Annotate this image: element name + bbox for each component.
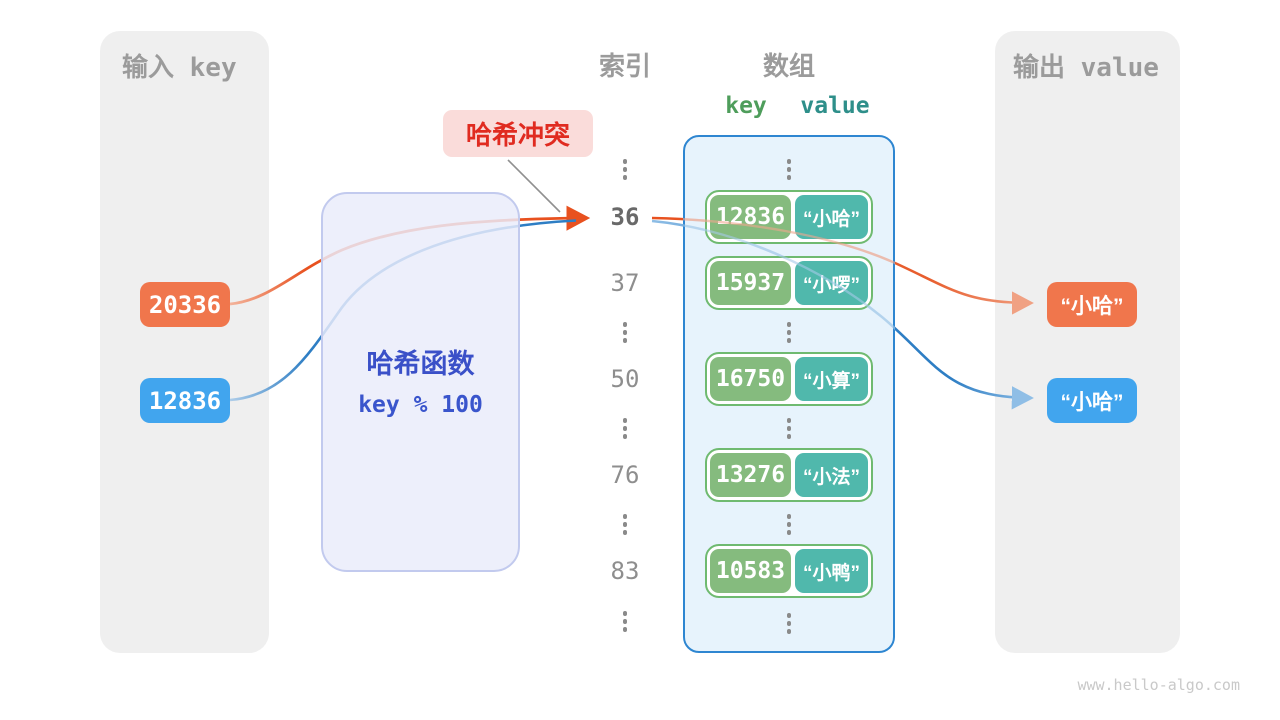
array-ellipsis — [786, 322, 792, 343]
watermark: www.hello-algo.com — [1077, 676, 1240, 694]
index-ellipsis — [622, 611, 628, 632]
array-ellipsis — [786, 159, 792, 180]
index-ellipsis — [622, 418, 628, 439]
pair-value: “小啰” — [794, 261, 868, 305]
array-pair-row: 16750 “小算” — [705, 352, 873, 406]
array-pair-row: 12836 “小哈” — [705, 190, 873, 244]
array-ellipsis — [786, 613, 792, 634]
hash-function-formula: key % 100 — [358, 392, 483, 418]
key-column-header: key — [725, 93, 767, 119]
index-value-83: 83 — [610, 557, 640, 585]
array-pair-row: 13276 “小法” — [705, 448, 873, 502]
value-column-header: value — [800, 93, 870, 119]
array-ellipsis — [786, 514, 792, 535]
hash-function-box — [321, 192, 520, 572]
index-value-36: 36 — [610, 203, 640, 231]
pair-value: “小法” — [794, 453, 868, 497]
input-panel-background — [100, 31, 269, 653]
input-panel-title: 输入 key — [122, 53, 237, 83]
input-key-12836: 12836 — [140, 378, 230, 423]
output-value-2: “小哈” — [1047, 378, 1137, 423]
index-ellipsis — [622, 514, 628, 535]
pair-key: 12836 — [710, 195, 791, 239]
pair-value: “小鸭” — [794, 549, 868, 593]
pair-key: 13276 — [710, 453, 791, 497]
index-ellipsis — [622, 159, 628, 180]
pair-value: “小哈” — [794, 195, 868, 239]
index-column-title: 索引 — [598, 52, 651, 82]
output-panel-background — [995, 31, 1180, 653]
hash-function-name: 哈希函数 — [366, 349, 475, 379]
array-column-title: 数组 — [762, 52, 815, 82]
collision-pointer-line — [507, 159, 561, 213]
array-ellipsis — [786, 418, 792, 439]
index-value-37: 37 — [610, 269, 640, 297]
pair-value: “小算” — [794, 357, 868, 401]
pair-key: 15937 — [710, 261, 791, 305]
pair-key: 10583 — [710, 549, 791, 593]
input-key-20336: 20336 — [140, 282, 230, 327]
collision-callout: 哈希冲突 — [443, 110, 593, 157]
output-value-1: “小哈” — [1047, 282, 1137, 327]
output-panel-title: 输出 value — [1013, 53, 1159, 83]
index-value-76: 76 — [610, 461, 640, 489]
index-ellipsis — [622, 322, 628, 343]
index-value-50: 50 — [610, 365, 640, 393]
pair-key: 16750 — [710, 357, 791, 401]
array-pair-row: 10583 “小鸭” — [705, 544, 873, 598]
array-pair-row: 15937 “小啰” — [705, 256, 873, 310]
